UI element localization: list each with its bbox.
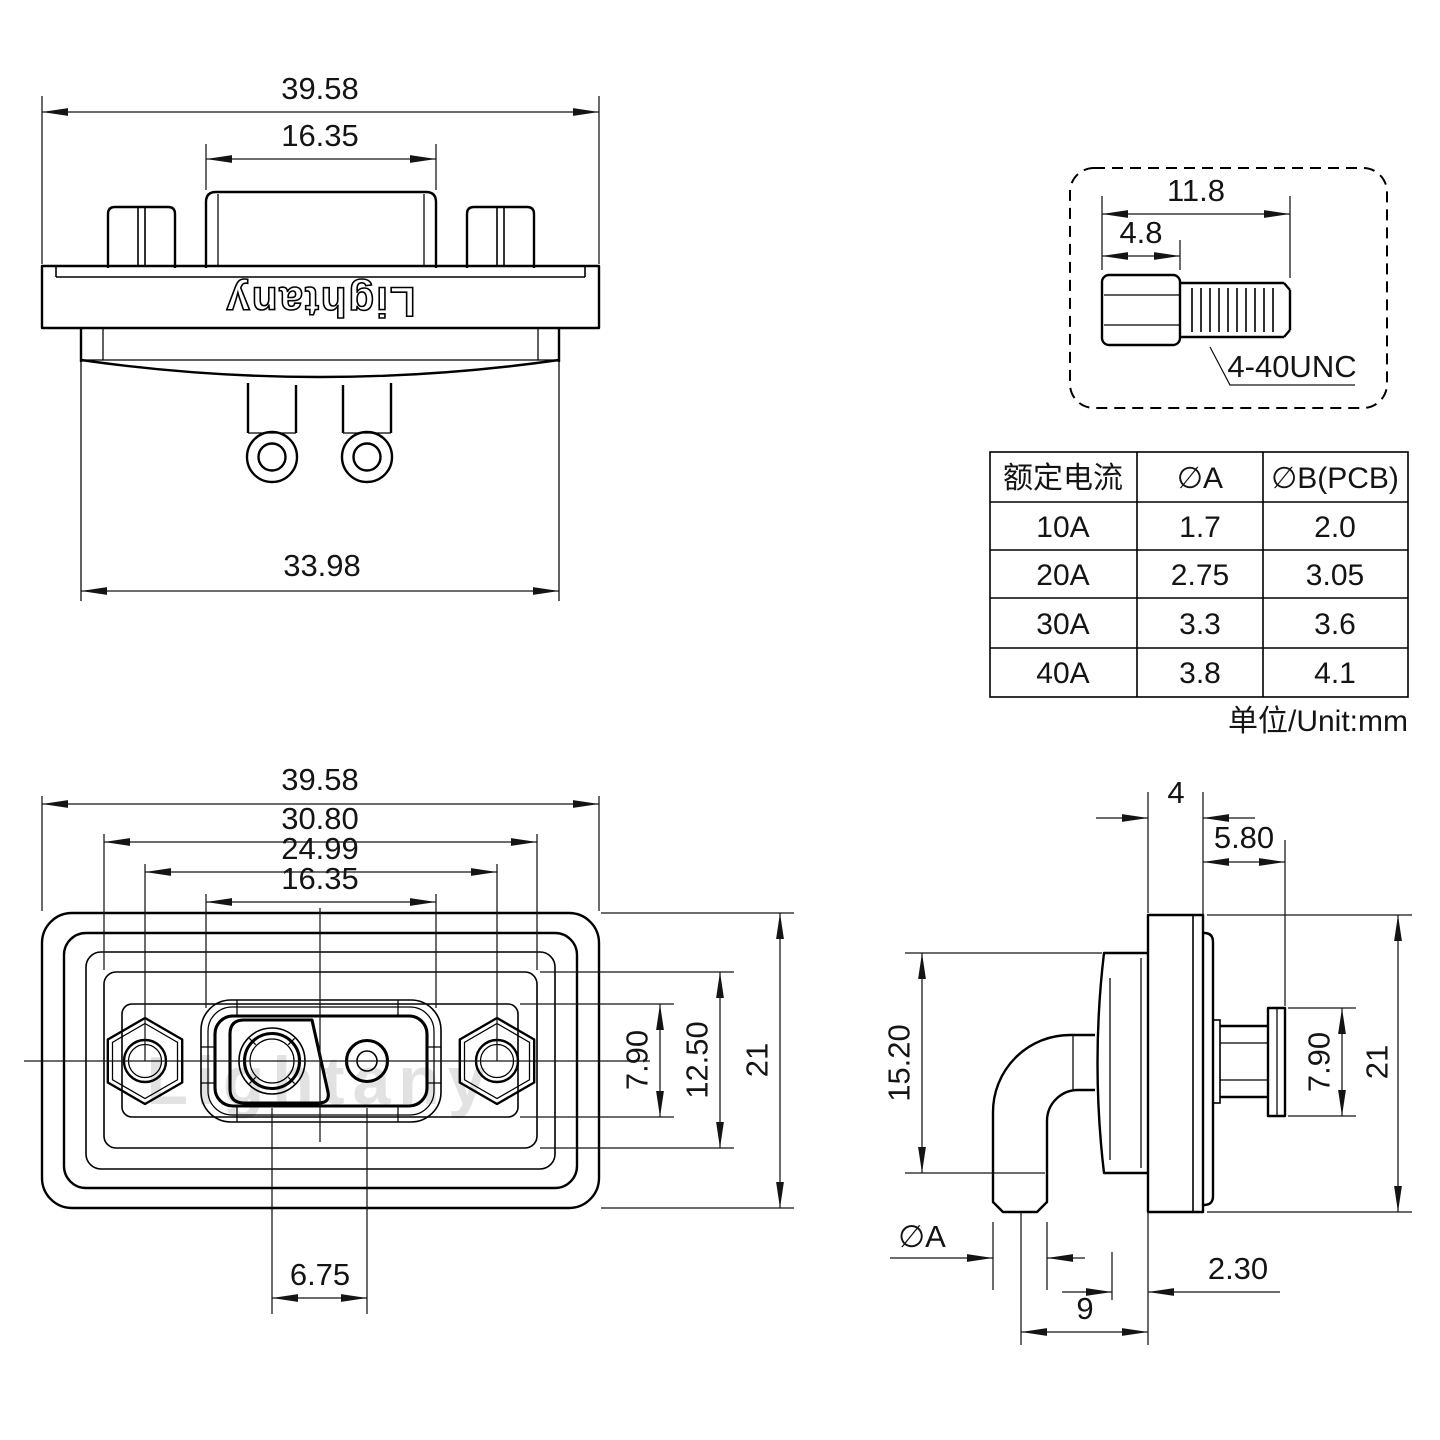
side-dim-insulator-height-label: 15.20: [882, 1024, 917, 1102]
svg-text:2.75: 2.75: [1171, 559, 1229, 592]
table-header-current: 额定电流: [1003, 462, 1123, 495]
screw-detail-view: 11.8 4.8 4-40UNC: [1069, 167, 1388, 409]
rear-jackpost-right: [465, 205, 536, 268]
front-dim-hole-spacing: 24.99: [144, 831, 498, 1061]
table-row: 30A 3.3 3.6: [1036, 608, 1356, 641]
brand-embossed-text: Lightany: [225, 279, 416, 326]
screw-threads: [1180, 281, 1292, 339]
front-dim-flange-width-label: 30.80: [281, 801, 359, 836]
table-header-dia-a: ∅A: [1177, 462, 1223, 495]
table-header-dia-b: ∅B(PCB): [1271, 462, 1399, 495]
svg-text:4.1: 4.1: [1314, 657, 1356, 690]
front-dim-total-height-label: 21: [740, 1043, 775, 1077]
rear-body-dish: [80, 358, 560, 379]
rating-table: 额定电流 ∅A ∅B(PCB) 10A 1.7 2.0 20A 2.75 3.0…: [989, 451, 1409, 738]
svg-text:40A: 40A: [1036, 657, 1089, 690]
side-right-angle-pin: [991, 1033, 1095, 1345]
side-dim-pin-diameter-label: ∅A: [898, 1219, 946, 1254]
table-row: 20A 2.75 3.05: [1036, 559, 1364, 592]
side-view: 4 5.80 15.20 7.90 21: [882, 775, 1412, 1345]
side-dim-flange-thickness-label: 4: [1167, 775, 1184, 810]
rear-dim-overall-width-label: 39.58: [281, 71, 359, 106]
front-power-pocket: [228, 1018, 330, 1105]
side-dim-total-height-label: 21: [1360, 1045, 1395, 1079]
front-view: 39.58 30.80 24.99 16.35 7.90: [24, 762, 794, 1314]
front-dim-contact-spacing-label: 6.75: [290, 1257, 350, 1292]
front-dim-opening-height-label: 7.90: [620, 1030, 655, 1090]
svg-text:3.3: 3.3: [1179, 608, 1221, 641]
svg-text:2.0: 2.0: [1314, 511, 1356, 544]
side-dim-nut-height: 7.90: [1288, 1007, 1356, 1117]
side-dim-nut-height-label: 7.90: [1302, 1032, 1337, 1092]
front-dim-shell-width-label: 16.35: [281, 861, 359, 896]
side-dim-pin-offset-label: 9: [1076, 1291, 1093, 1326]
svg-text:3.6: 3.6: [1314, 608, 1356, 641]
side-dim-setback-label: 2.30: [1208, 1251, 1268, 1286]
screw-detail-frame: [1069, 167, 1388, 409]
side-dim-setback: 2.30: [1062, 1212, 1280, 1345]
svg-text:1.7: 1.7: [1179, 511, 1221, 544]
side-dim-pin-offset: 9: [1021, 1291, 1148, 1336]
front-dim-contact-spacing: 6.75: [271, 1108, 368, 1314]
rear-dim-body-width: 33.98: [81, 548, 559, 595]
side-dim-screw-length: 5.80: [1203, 820, 1286, 1006]
svg-text:10A: 10A: [1036, 511, 1089, 544]
rear-solder-cups: [245, 383, 394, 484]
side-boss: [1202, 931, 1215, 1207]
rear-view: Lightany 39.58: [40, 71, 601, 601]
rear-dim-shell-width-label: 16.35: [281, 118, 359, 153]
svg-text:20A: 20A: [1036, 559, 1089, 592]
rear-shell-outline: [204, 190, 438, 268]
front-dim-face-height: 12.50: [540, 971, 734, 1149]
screw-head: [1100, 273, 1182, 347]
rear-jackpost-left: [106, 205, 177, 268]
front-dim-total-height: 21: [601, 912, 794, 1209]
unit-note: 单位/Unit:mm: [1228, 705, 1408, 738]
front-dim-face-height-label: 12.50: [680, 1021, 715, 1099]
svg-text:3.8: 3.8: [1179, 657, 1221, 690]
side-flange: [1146, 913, 1205, 1214]
rear-dim-shell-width: 16.35: [205, 118, 437, 190]
svg-text:30A: 30A: [1036, 608, 1089, 641]
front-dim-hole-spacing-label: 24.99: [281, 831, 359, 866]
front-dim-overall-width: 39.58: [41, 762, 600, 911]
table-row: 40A 3.8 4.1: [1036, 657, 1356, 690]
front-dim-overall-width-label: 39.58: [281, 762, 359, 797]
side-dim-insulator-height: 15.20: [882, 952, 1102, 1174]
screw-thread-label: 4-40UNC: [1227, 349, 1356, 384]
rear-dim-overall-width: 39.58: [41, 71, 600, 264]
front-dim-shell-width: 16.35: [205, 861, 437, 1008]
screw-dim-total-length-label: 11.8: [1167, 173, 1225, 208]
screw-thread-callout: 4-40UNC: [1209, 346, 1357, 386]
table-row: 10A 1.7 2.0: [1036, 511, 1356, 544]
front-dim-opening-height: 7.90: [520, 1003, 674, 1118]
rear-flange: [40, 264, 601, 330]
side-jack-screw: [1212, 1006, 1287, 1118]
side-dim-screw-length-label: 5.80: [1214, 820, 1274, 855]
side-dim-total-height: 21: [1207, 914, 1412, 1213]
rear-dim-body-width-label: 33.98: [283, 548, 361, 583]
side-insulator: [1096, 951, 1148, 1175]
screw-dim-head-length: 4.8: [1102, 215, 1181, 270]
side-dim-pin-diameter: ∅A: [890, 1219, 1085, 1290]
svg-text:3.05: 3.05: [1306, 559, 1364, 592]
screw-dim-head-length-label: 4.8: [1119, 215, 1162, 250]
front-dim-flange-width: 30.80: [103, 801, 538, 970]
